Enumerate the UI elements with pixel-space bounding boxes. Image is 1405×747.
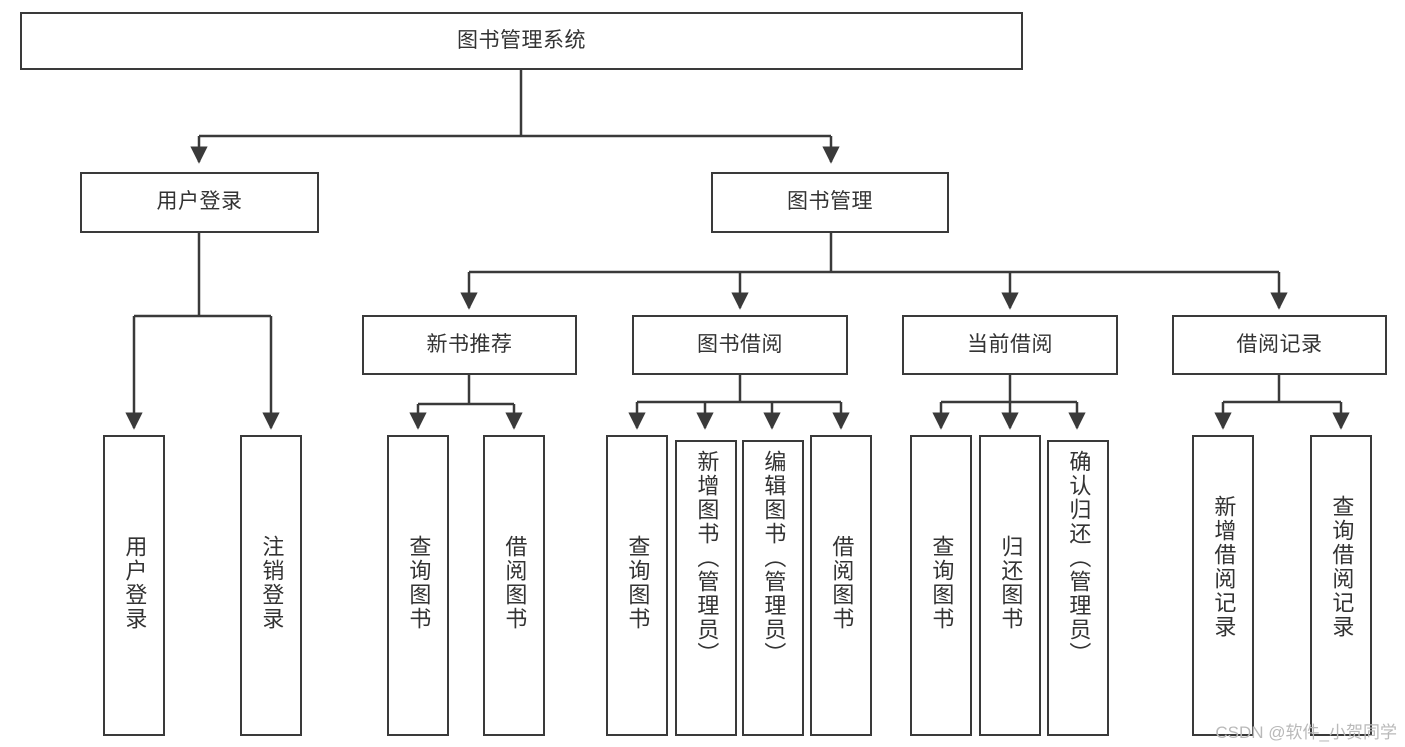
- node-label: 查询图书: [929, 535, 955, 631]
- leaf-current-borrow-confirm-return-admin[interactable]: 确认归还（管理员）: [1047, 440, 1109, 736]
- leaf-borrow-record-query-record[interactable]: 查询借阅记录: [1310, 435, 1372, 736]
- node-current-borrow[interactable]: 当前借阅: [902, 315, 1118, 375]
- leaf-borrow-record-add-record[interactable]: 新增借阅记录: [1192, 435, 1254, 736]
- node-label: 编辑图书（管理员）: [761, 450, 787, 666]
- node-label: 借阅记录: [1236, 332, 1323, 356]
- node-new-book-recommend[interactable]: 新书推荐: [362, 315, 577, 375]
- node-label: 图书管理: [787, 190, 873, 214]
- node-label: 查询图书: [406, 535, 432, 631]
- node-label: 用户登录: [122, 535, 148, 631]
- leaf-book-borrow-borrow-book[interactable]: 借阅图书: [810, 435, 872, 736]
- node-label: 图书借阅: [697, 332, 783, 356]
- node-label: 查询借阅记录: [1329, 495, 1355, 639]
- leaf-new-book-borrow-book[interactable]: 借阅图书: [483, 435, 545, 736]
- node-label: 用户登录: [156, 190, 243, 214]
- leaf-user-login-login[interactable]: 用户登录: [103, 435, 165, 736]
- leaf-current-borrow-query-book[interactable]: 查询图书: [910, 435, 972, 736]
- node-label: 借阅图书: [502, 535, 528, 631]
- leaf-book-borrow-add-book-admin[interactable]: 新增图书（管理员）: [675, 440, 737, 736]
- node-book-management[interactable]: 图书管理: [711, 172, 949, 233]
- node-label: 新增图书（管理员）: [694, 450, 720, 666]
- leaf-current-borrow-return-book[interactable]: 归还图书: [979, 435, 1041, 736]
- node-root-book-management-system[interactable]: 图书管理系统: [20, 12, 1023, 70]
- node-user-login[interactable]: 用户登录: [80, 172, 319, 233]
- node-label: 注销登录: [259, 535, 285, 631]
- node-label: 新书推荐: [426, 332, 513, 356]
- leaf-book-borrow-query-book[interactable]: 查询图书: [606, 435, 668, 736]
- node-label: 归还图书: [998, 535, 1024, 631]
- node-book-borrow[interactable]: 图书借阅: [632, 315, 848, 375]
- node-label: 当前借阅: [967, 332, 1053, 356]
- node-label: 新增借阅记录: [1211, 495, 1237, 639]
- node-label: 查询图书: [625, 535, 651, 631]
- node-borrow-record[interactable]: 借阅记录: [1172, 315, 1387, 375]
- node-label: 借阅图书: [829, 535, 855, 631]
- leaf-new-book-query-book[interactable]: 查询图书: [387, 435, 449, 736]
- node-label: 图书管理系统: [457, 28, 586, 52]
- leaf-book-borrow-edit-book-admin[interactable]: 编辑图书（管理员）: [742, 440, 804, 736]
- node-label: 确认归还（管理员）: [1066, 450, 1092, 666]
- leaf-user-login-logout[interactable]: 注销登录: [240, 435, 302, 736]
- csdn-watermark: CSDN @软件_小贺同学: [1215, 723, 1397, 742]
